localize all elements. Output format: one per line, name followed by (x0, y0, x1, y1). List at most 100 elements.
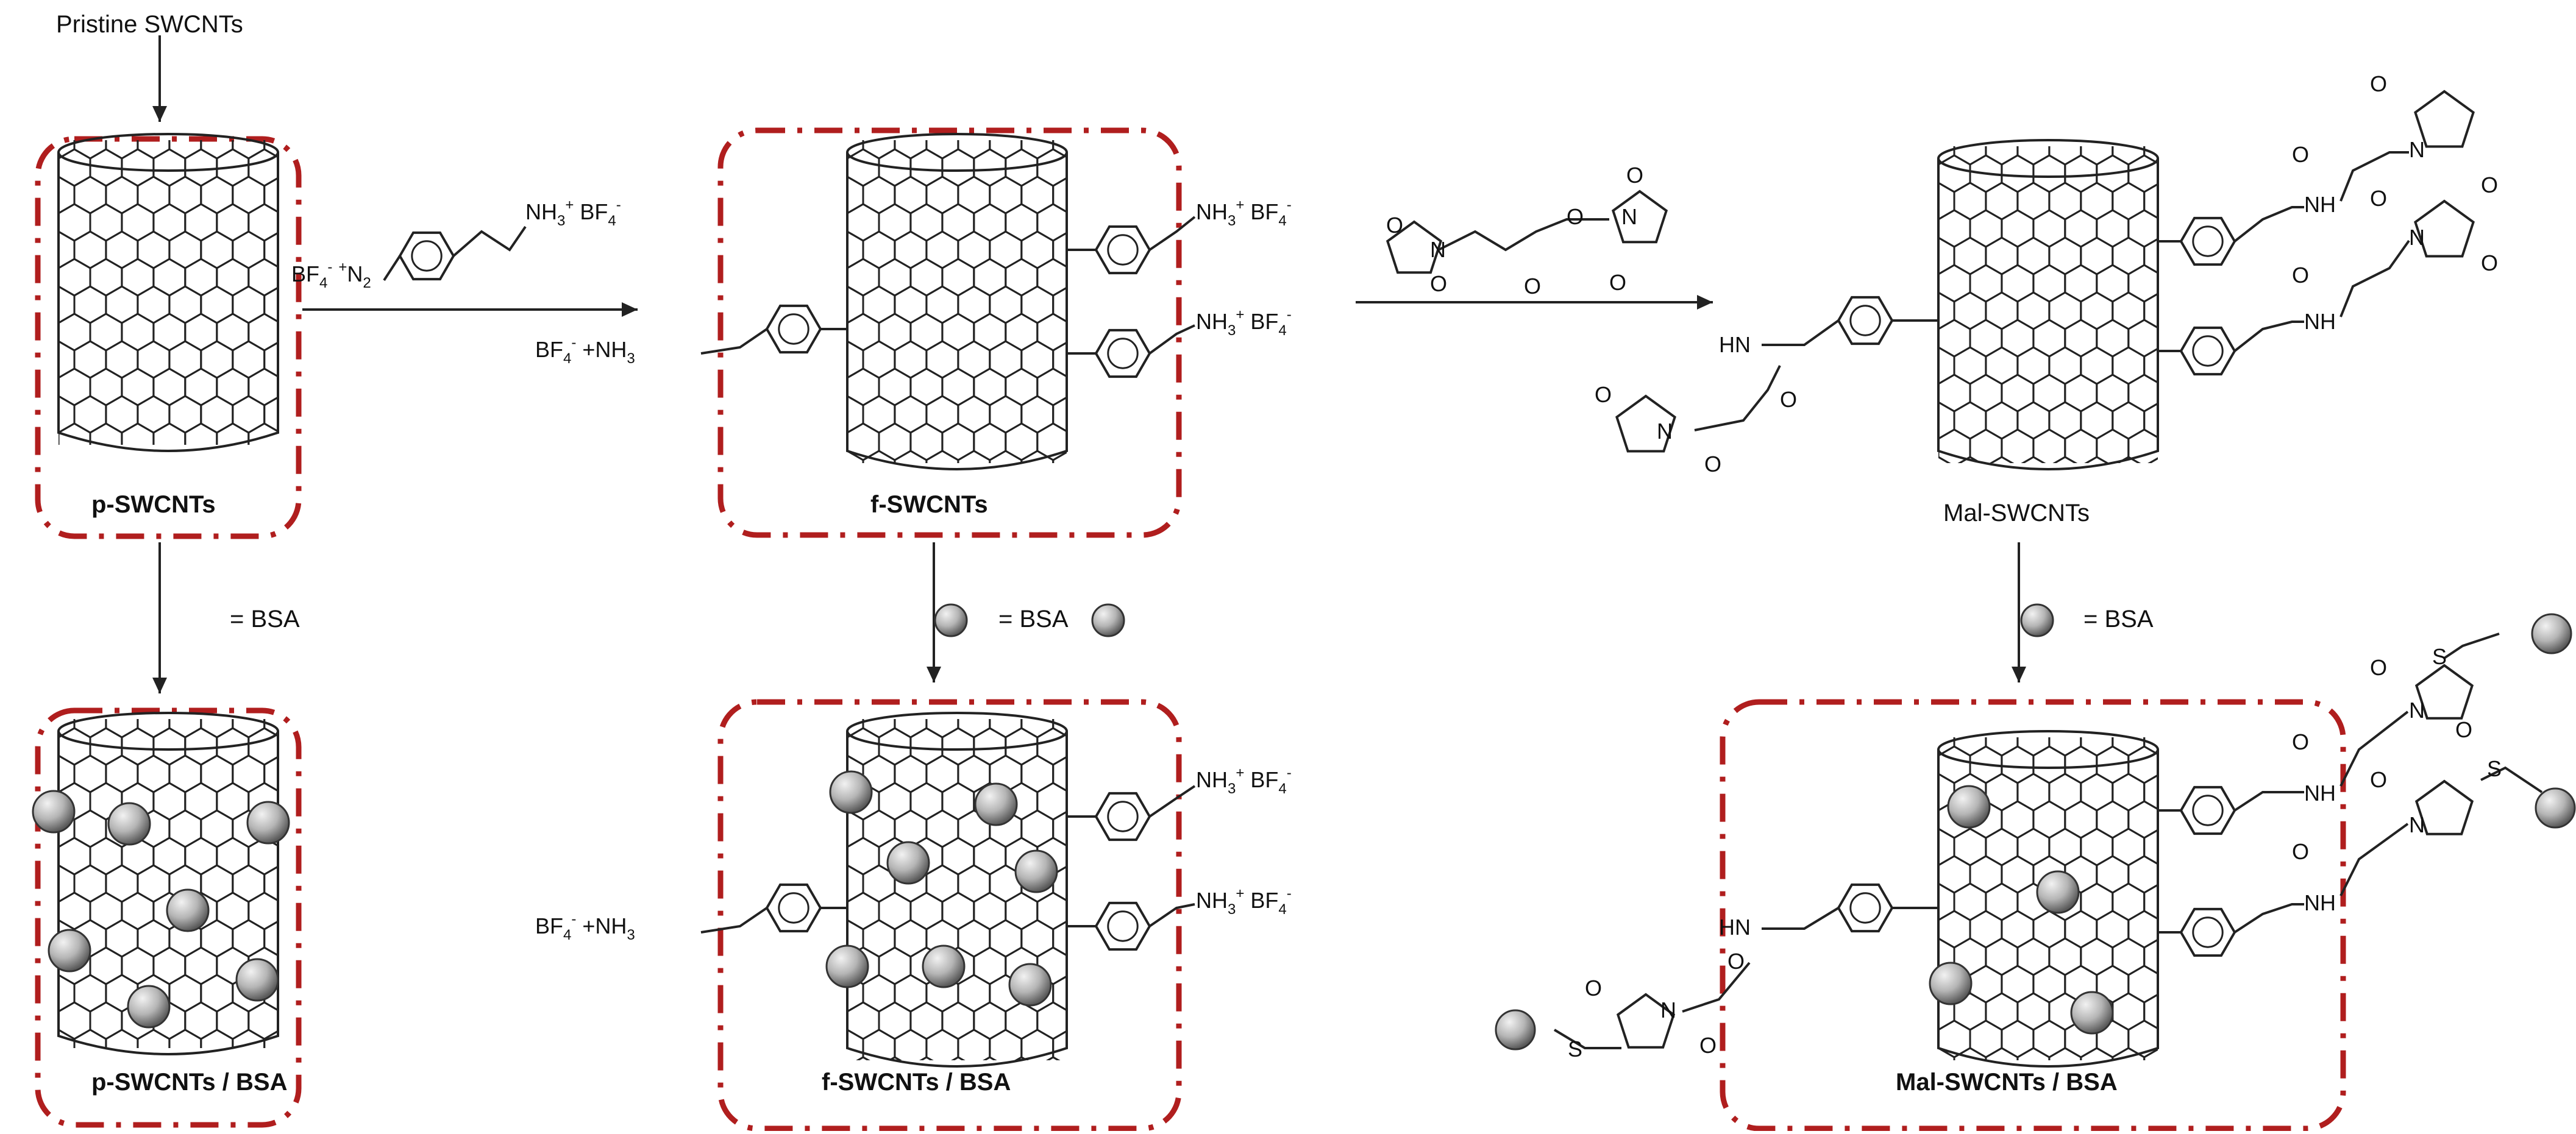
legend-bsa-3: = BSA (2083, 606, 2154, 633)
mal-benzene-mid (2179, 326, 2236, 376)
legend-bsa-2: = BSA (998, 606, 1069, 633)
mal-ring-left (1615, 394, 1676, 453)
hex (2143, 774, 2158, 810)
tube-malb-rim (1937, 730, 2159, 769)
hex (1938, 383, 1940, 403)
hex (2143, 347, 2158, 384)
hex (1891, 128, 1923, 165)
mal-ring-mid (2414, 199, 2475, 258)
malb-s-bond-top (2443, 633, 2500, 659)
frame-3 (717, 699, 1182, 1132)
fb-benzene-top (1094, 792, 1151, 842)
label-mal-swcnts-bsa: Mal-SWCNTs / BSA (1896, 1069, 2118, 1096)
malb-amide-o2: O (2292, 839, 2310, 864)
hex (1046, 1056, 1061, 1060)
bsa-sphere-9 (235, 958, 279, 1002)
hex (1938, 273, 1940, 294)
hex (2021, 456, 2046, 463)
bsa-sphere-2 (2020, 603, 2054, 637)
hex (152, 422, 187, 445)
tube-malb (1891, 730, 2192, 1068)
mal-n-top1: N (2409, 137, 2425, 162)
hex (263, 341, 278, 378)
hex (2143, 1048, 2158, 1060)
reagent-n2: N (1621, 204, 1637, 229)
hex (168, 1029, 202, 1048)
hex (1891, 829, 1923, 865)
hex (1891, 993, 1923, 1030)
tube-p (57, 133, 279, 452)
hex (2143, 402, 2158, 439)
mal-chain-left (1762, 319, 1840, 346)
hex (1069, 838, 1101, 874)
arrow-mal-bsa-head (2012, 667, 2026, 682)
hex (1052, 232, 1067, 268)
tube-mal (1891, 128, 2192, 470)
malb-o-mid1: O (2370, 767, 2388, 792)
hex (184, 422, 218, 445)
bsa-sphere-7 (48, 929, 91, 973)
hex (1052, 975, 1067, 1012)
hex (1938, 328, 1940, 349)
hex (1020, 450, 1055, 463)
reagent-benzene-aromatic (411, 240, 443, 272)
hex (847, 846, 849, 866)
malb-o-top1: O (2370, 655, 2388, 680)
malb-benzene-mid-aromatic (2192, 916, 2224, 948)
tube-fb (846, 712, 1101, 1068)
tube-p-outline (57, 152, 279, 452)
hex (1052, 177, 1067, 213)
hex (1069, 314, 1101, 350)
hex (137, 1029, 171, 1048)
mal-amide-o2: O (2292, 263, 2310, 288)
hex (2127, 428, 2158, 463)
hex (1938, 456, 1951, 463)
mal-o-mid1: O (2370, 186, 2388, 211)
bsa-sphere-10 (829, 770, 873, 814)
hex (247, 422, 278, 445)
hex (1891, 402, 1923, 439)
malb-s-mid: S (2487, 756, 2502, 781)
mal-o-mid2: O (2481, 250, 2499, 275)
hex (59, 322, 60, 342)
fb-ammonium-mid: NH3+ BF4- (1196, 885, 1292, 918)
frame-4 (1720, 699, 2346, 1132)
hex (847, 322, 849, 342)
fb-benzene-left (765, 883, 822, 933)
mal-linker-top (2339, 151, 2409, 202)
reagent-n-bond (383, 255, 401, 282)
f-chain-top (1148, 216, 1196, 251)
reagent-linker (1438, 218, 1609, 252)
fb-chain-top (1148, 785, 1196, 818)
f-benzene-top-aromatic (1107, 234, 1139, 266)
hex (263, 865, 278, 902)
hex (1989, 456, 2015, 463)
malb-linker-left (1682, 962, 1751, 1013)
bsa-sphere-6 (166, 888, 210, 932)
malb-linker-top (2339, 711, 2409, 787)
arrow-f-bsa-head (927, 667, 941, 682)
bsa-sphere-15 (922, 944, 966, 988)
hex (2147, 457, 2158, 463)
hex (11, 701, 43, 737)
hex (2160, 430, 2192, 466)
fb-ammonium-top: NH3+ BF4- (1196, 765, 1292, 797)
malb-s-left: S (1568, 1037, 1583, 1061)
mal-o-top1: O (2370, 71, 2388, 96)
reagent-ring-mal (1386, 220, 1443, 274)
bsa-sphere-12 (886, 841, 930, 885)
malb-n-top: N (2409, 698, 2425, 723)
hex (1938, 438, 1940, 458)
hex (263, 756, 278, 792)
f-benzene-mid (1094, 328, 1151, 378)
hex (1069, 948, 1101, 984)
hex (2143, 183, 2158, 219)
hex (2143, 993, 2158, 1030)
hex (2160, 155, 2192, 192)
fb-benzene-mid-aromatic (1107, 910, 1139, 942)
tube-mal-lattice (1891, 128, 2192, 466)
tube-p-lattice (59, 140, 278, 445)
hex (2160, 966, 2192, 1002)
hex (847, 450, 864, 463)
